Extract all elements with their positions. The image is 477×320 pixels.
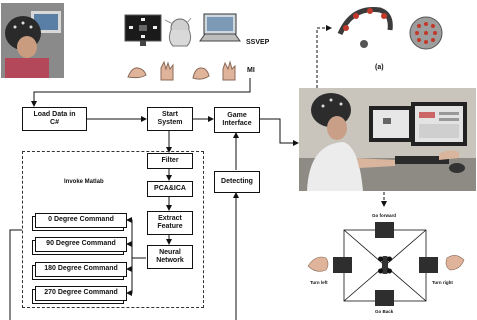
ssvep-monitor bbox=[123, 13, 163, 47]
key-forward bbox=[375, 222, 394, 238]
turn-right-label: Turn right bbox=[432, 280, 453, 285]
command-90-degree: 90 Degree Command bbox=[35, 237, 127, 252]
hand-image bbox=[192, 67, 210, 80]
hand-right bbox=[445, 255, 465, 271]
headset-electrodes-graphic bbox=[334, 0, 396, 58]
ssvep-monitor-image bbox=[124, 14, 162, 46]
mi-hand-2 bbox=[156, 60, 178, 82]
mi-hand-4 bbox=[218, 60, 240, 82]
pca-ica-box: PCA&ICA bbox=[147, 181, 193, 197]
detecting-box: Detecting bbox=[214, 171, 260, 193]
arrow-neural-to-270deg bbox=[126, 269, 133, 296]
ssvep-laptop bbox=[199, 11, 241, 47]
hand-image bbox=[222, 60, 236, 81]
mi-hand-1 bbox=[126, 63, 148, 81]
dashed-arrow-to-a bbox=[316, 25, 332, 88]
key-back bbox=[375, 290, 394, 306]
ssvep-head-graphic bbox=[163, 14, 197, 48]
filter-box: Filter bbox=[147, 153, 193, 169]
command-180-degree: 180 Degree Command bbox=[35, 262, 127, 277]
key-right bbox=[419, 257, 438, 273]
hand-left bbox=[307, 256, 329, 272]
extract-feature-box: Extract Feature bbox=[147, 211, 193, 235]
laptop-image bbox=[199, 13, 241, 42]
go-forward-label: Go forward bbox=[372, 213, 397, 218]
game-interface-box: Game Interface bbox=[214, 107, 260, 133]
key-left bbox=[333, 257, 352, 273]
headset-cap-graphic bbox=[405, 12, 447, 54]
load-data-box: Load Data in C# bbox=[22, 107, 87, 131]
experiment-scene-image bbox=[299, 88, 476, 191]
center-vehicle bbox=[378, 256, 392, 274]
go-back-label: Go Back bbox=[375, 309, 394, 314]
line-bottom-left bbox=[9, 229, 22, 320]
panel-a-caption: (a) bbox=[375, 64, 384, 71]
experiment-photo bbox=[299, 88, 476, 191]
hand-image bbox=[160, 60, 174, 81]
arrow-game-to-photo bbox=[260, 118, 299, 146]
invoke-matlab-container bbox=[22, 151, 204, 308]
neural-network-box: Neural Network bbox=[147, 245, 193, 269]
turn-left-label: Turn left bbox=[310, 280, 328, 285]
participant-image bbox=[1, 3, 64, 78]
start-system-box: Start System bbox=[147, 107, 193, 131]
ssvep-label: SSVEP bbox=[246, 39, 270, 46]
arrow-neural-to-0deg bbox=[126, 217, 146, 259]
hand-image bbox=[127, 67, 147, 79]
eeg-cap-image bbox=[409, 16, 443, 50]
arrow-images-to-load bbox=[31, 78, 251, 107]
command-0-degree: 0 Degree Command bbox=[35, 213, 127, 228]
participant-photo bbox=[1, 3, 64, 78]
invoke-matlab-title: Invoke Matlab bbox=[64, 179, 104, 185]
command-270-degree: 270 Degree Command bbox=[35, 286, 127, 301]
mi-hand-3 bbox=[190, 62, 212, 82]
electrode-headset-image bbox=[337, 7, 393, 48]
head-signal-image bbox=[164, 17, 192, 47]
mi-label: MI bbox=[247, 67, 255, 74]
